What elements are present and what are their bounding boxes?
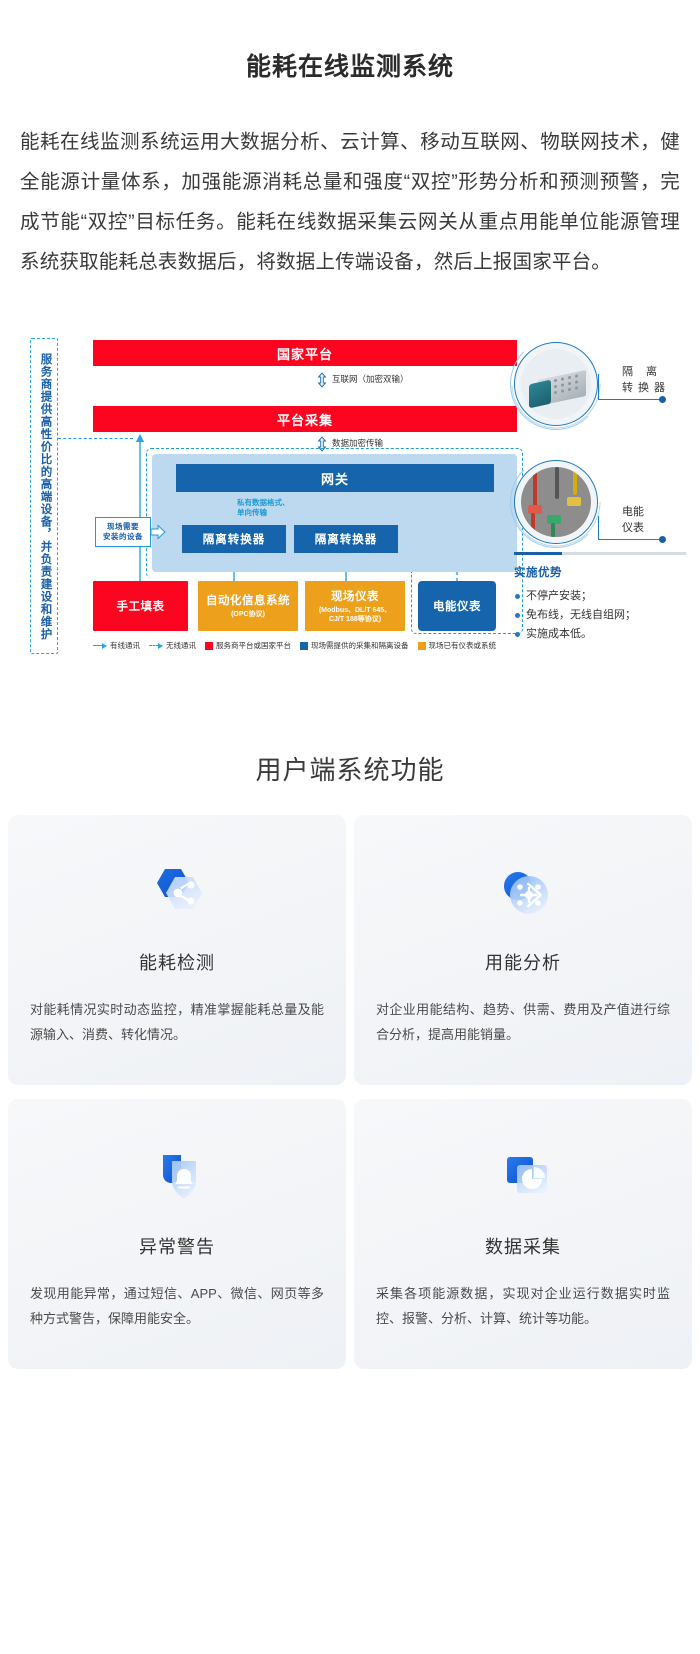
feature-title-anomaly-alert: 异常警告: [139, 1237, 215, 1257]
advantages-title: 实施优势: [514, 567, 562, 579]
advantages-block: 实施优势 不停产安装； 免布线，无线自组网； 实施成本低。: [514, 552, 686, 644]
source-title-manual: 手工填表: [116, 601, 165, 613]
legend-label-site-devices: 现场需提供的采集和隔离设备: [311, 641, 409, 650]
legend-item-platform: 服务商平台或国家平台: [205, 640, 291, 651]
lead-dot-1-icon: [659, 396, 666, 403]
provider-note-label: 服务商提供高性价比的高端设备，并负责建设和维护: [39, 353, 52, 641]
advantages-rule: [514, 552, 686, 555]
feature-desc-data-collection: 采集各项能源数据，实现对企业运行数据实时监控、报警、分析、计算、统计等功能。: [376, 1286, 670, 1326]
feature-desc-energy-monitoring: 对能耗情况实时动态监控，精准掌握能耗总量及能源输入、消费、转化情况。: [30, 1002, 324, 1042]
feature-desc-anomaly-alert: 发现用能异常，通过短信、APP、微信、网页等多种方式警告，保障用能安全。: [30, 1286, 324, 1326]
feature-card-anomaly-alert[interactable]: 异常警告 发现用能异常，通过短信、APP、微信、网页等多种方式警告，保障用能安全…: [8, 1099, 346, 1369]
provider-note-box: 服务商提供高性价比的高端设备，并负责建设和维护: [30, 338, 58, 654]
updown-arrow-encrypt-icon: [317, 436, 327, 452]
source-box-manual: 手工填表: [93, 581, 188, 631]
isolation-converter-image: [521, 349, 591, 419]
internet-link-label: 互联网（加密双输）: [332, 374, 409, 384]
architecture-diagram: 服务商提供高性价比的高端设备，并负责建设和维护 国家平台 互联网（加密双输） 平…: [12, 326, 688, 666]
source-title-automation: 自动化信息系统: [206, 595, 290, 608]
provider-connector-line: [58, 438, 133, 439]
side-label-isolation-converter-line1: 隔 离: [622, 366, 663, 378]
source-box-field-meter: 现场仪表 (Modbus、DL/T 645、 CJ/T 188等协议): [305, 581, 405, 631]
hexagon-share-icon: [141, 859, 213, 931]
legend-item-existing: 现场已有仪表或系统: [417, 640, 497, 651]
isolation-converter-box-2: 隔离转换器: [294, 525, 398, 553]
advantages-item: 免布线，无线自组网；: [514, 606, 686, 625]
legend-item-site-devices: 现场需提供的采集和隔离设备: [300, 640, 409, 651]
side-label-power-meter-line2: 仪表: [622, 522, 644, 534]
private-protocol-note-line1: 私有数据格式、: [237, 498, 290, 507]
lead-dot-2-icon: [659, 536, 666, 543]
source-sub-field-meter-line1: (Modbus、DL/T 645、: [318, 606, 392, 614]
window-piechart-icon: [487, 1143, 559, 1215]
advantages-list: 不停产安装； 免布线，无线自组网； 实施成本低。: [514, 587, 686, 644]
feature-card-energy-monitoring[interactable]: 能耗检测 对能耗情况实时动态监控，精准掌握能耗总量及能源输入、消费、转化情况。: [8, 815, 346, 1085]
national-platform-bar: 国家平台: [93, 340, 517, 366]
private-protocol-note-line2: 单向传输: [237, 507, 267, 517]
source-box-automation: 自动化信息系统 (OPC协议): [198, 581, 298, 631]
features-card-grid: 能耗检测 对能耗情况实时动态监控，精准掌握能耗总量及能源输入、消费、转化情况。: [8, 815, 692, 1369]
feature-card-energy-analysis[interactable]: 用能分析 对企业用能结构、趋势、供需、费用及产值进行综合分析，提高用能销量。: [354, 815, 692, 1085]
legend-item-wired: 有线通讯: [93, 640, 140, 651]
circle-network-icon: [487, 859, 559, 931]
shield-bell-icon: [141, 1143, 213, 1215]
lead-line-1: [598, 374, 662, 400]
blue-swatch-icon: [300, 641, 308, 650]
legend-item-wireless: 无线通讯: [149, 640, 196, 651]
updown-arrow-internet-icon: [317, 372, 327, 388]
advantages-item: 不停产安装；: [514, 587, 686, 606]
source-box-power-meter: 电能仪表: [418, 581, 496, 631]
side-label-isolation-converter: 隔 离 转换器: [622, 364, 670, 396]
gateway-box: 网关: [176, 464, 494, 492]
intro-paragraph: 能耗在线监测系统运用大数据分析、云计算、移动互联网、物联网技术，健全能源计量体系…: [20, 131, 680, 273]
site-install-callout-line2: 安装的设备: [103, 532, 143, 541]
diagram-legend: 有线通讯 无线通讯 服务商平台或国家平台 现场需提供的采集和隔离设备 现场已有仪…: [93, 640, 496, 651]
source-title-power-meter: 电能仪表: [433, 601, 481, 613]
private-protocol-note: 私有数据格式、 单向传输: [237, 498, 290, 517]
side-label-power-meter: 电能 仪表: [622, 504, 644, 536]
callout-arrow-right-icon: [150, 524, 166, 540]
legend-label-existing: 现场已有仪表或系统: [428, 641, 497, 650]
diagram-side-column: 隔 离 转换器: [510, 334, 688, 664]
advantages-item: 实施成本低。: [514, 625, 686, 644]
features-heading: 用户端系统功能: [255, 755, 445, 785]
feature-desc-energy-analysis: 对企业用能结构、趋势、供需、费用及产值进行综合分析，提高用能销量。: [376, 1002, 670, 1042]
lead-line-2: [598, 516, 662, 540]
source-sub-field-meter-line2: CJ/T 188等协议): [328, 616, 382, 623]
power-meter-image: [521, 467, 591, 537]
page-title: 能耗在线监测系统: [245, 53, 454, 81]
site-install-callout-line1: 现场需要: [107, 522, 139, 531]
site-equipment-dashed-region-leg: [411, 572, 523, 634]
side-label-isolation-converter-line2: 转换器: [622, 382, 670, 394]
legend-label-wireless: 无线通讯: [166, 641, 196, 650]
dashed-arrow-icon: [149, 642, 163, 649]
legend-label-platform: 服务商平台或国家平台: [216, 641, 291, 650]
feature-title-energy-analysis: 用能分析: [485, 953, 561, 973]
red-swatch-icon: [205, 641, 213, 650]
power-meter-photo: [514, 460, 598, 544]
isolation-converter-photo: [514, 342, 598, 426]
feature-title-energy-monitoring: 能耗检测: [139, 953, 215, 973]
feature-title-data-collection: 数据采集: [485, 1237, 561, 1257]
orange-swatch-icon: [417, 641, 426, 650]
encrypt-link-label: 数据加密传输: [332, 438, 384, 448]
side-label-power-meter-line1: 电能: [622, 506, 644, 518]
source-title-field-meter: 现场仪表: [331, 590, 379, 603]
isolation-converter-box-1: 隔离转换器: [182, 525, 286, 553]
source-sub-field-meter: (Modbus、DL/T 645、 CJ/T 188等协议): [319, 606, 391, 625]
legend-label-wired: 有线通讯: [110, 641, 140, 650]
feature-card-data-collection[interactable]: 数据采集 采集各项能源数据，实现对企业运行数据实时监控、报警、分析、计算、统计等…: [354, 1099, 692, 1369]
solid-arrow-icon: [93, 642, 107, 649]
source-sub-automation: (OPC协议): [231, 611, 265, 619]
site-install-callout: 现场需要 安装的设备: [95, 517, 151, 547]
platform-collect-bar: 平台采集: [93, 406, 517, 432]
